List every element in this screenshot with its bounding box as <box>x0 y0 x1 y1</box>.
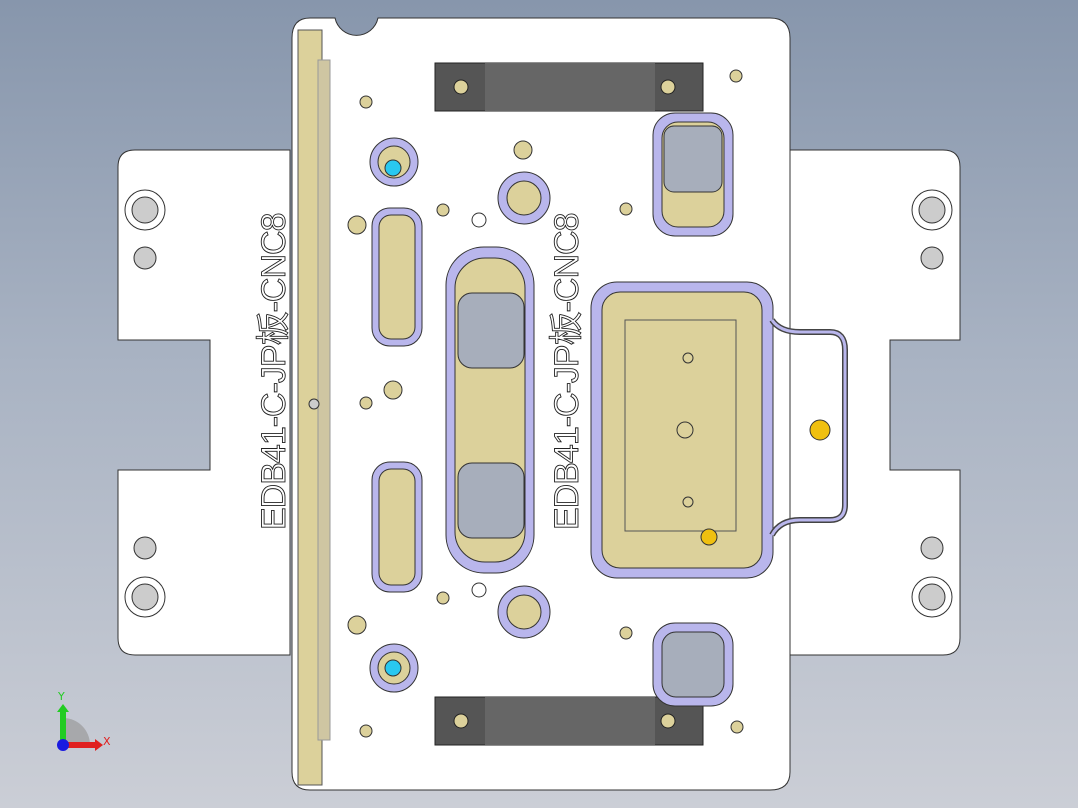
axis-triad[interactable]: X Y <box>57 690 111 751</box>
engraving-left: EDB41-C-JP板-CNC8 <box>255 213 293 530</box>
small-holes <box>308 69 744 738</box>
engraving-center: EDB41-C-JP板-CNC8 <box>548 213 586 530</box>
bosses <box>347 137 831 693</box>
z-axis-dot <box>57 739 69 751</box>
y-axis-label: Y <box>57 690 65 703</box>
mounting-holes <box>124 189 953 618</box>
x-axis-label: X <box>103 735 111 748</box>
base-plate-wings <box>117 149 961 656</box>
clamp-blocks <box>434 62 704 746</box>
